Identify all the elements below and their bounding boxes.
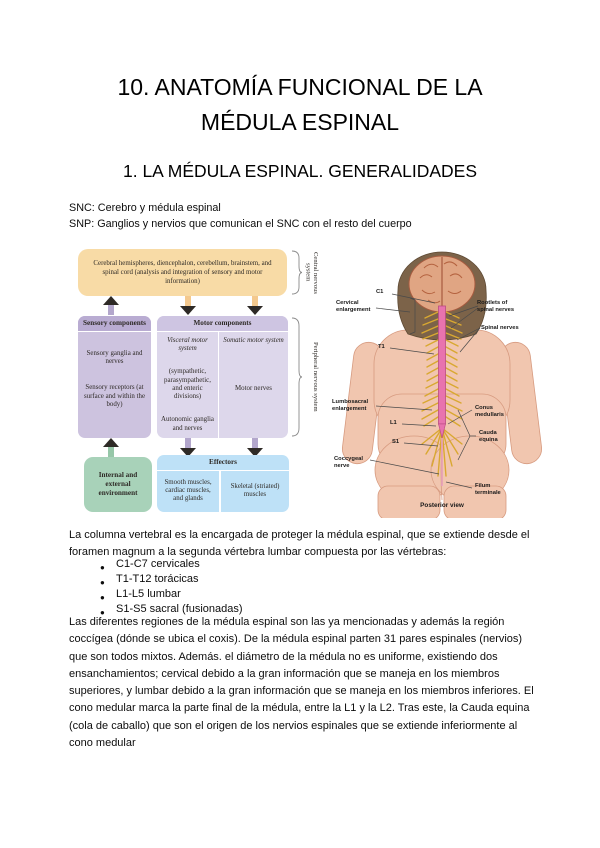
label-cervical-enlargement: Cervical enlargement <box>336 300 371 313</box>
figure-caption: Posterior view <box>420 502 464 509</box>
label-spinal-nerves: Spinal nerves <box>481 325 519 331</box>
autonomic-ganglia-text: Autonomic ganglia and nerves <box>160 416 214 432</box>
down-arrow-somatic-to-effectors <box>247 438 263 457</box>
cns-vertical-label: Central nervous system <box>304 251 319 294</box>
label-filum-terminale: Filum terminale <box>475 483 501 496</box>
up-arrow-sensory-to-cns <box>103 296 119 315</box>
down-arrow-visceral-to-effectors <box>180 438 196 457</box>
intro-line-snp: SNP: Ganglios y nervios que comunican el… <box>69 218 412 230</box>
vertebrae-list: C1-C7 cervicales T1-T12 torácicas L1-L5 … <box>100 557 243 620</box>
sensory-components-header: Sensory components <box>78 316 151 332</box>
label-cauda-equina: Cauda equina <box>479 430 498 443</box>
list-item: C1-C7 cervicales <box>100 557 243 575</box>
cns-box: Cerebral hemispheres, diencephalon, cere… <box>78 249 287 296</box>
motor-nerves-text: Motor nerves <box>235 384 272 392</box>
arms <box>341 341 543 465</box>
pns-vertical-label: Peripheral nervous system <box>312 342 319 412</box>
label-t1: T1 <box>378 344 385 350</box>
environment-box: Internal and external environment <box>84 457 152 512</box>
label-c1: C1 <box>376 289 384 295</box>
brain <box>408 255 476 313</box>
cns-brace <box>291 250 303 295</box>
figure-area: Cerebral hemispheres, diencephalon, cere… <box>69 246 594 526</box>
somatic-motor-title: Somatic motor system <box>223 336 284 344</box>
sensory-ganglia-text: Sensory ganglia and nerves <box>86 349 143 365</box>
page-title: 10. ANATOMÍA FUNCIONAL DE LA MÉDULA ESPI… <box>117 74 483 135</box>
effectors-box: Effectors Smooth muscles, cardiac muscle… <box>157 455 289 512</box>
label-rootlets: Rootlets of spinal nerves <box>477 300 515 313</box>
somatic-motor-column: Somatic motor system Motor nerves <box>219 332 288 438</box>
pns-brace <box>291 317 303 437</box>
visceral-motor-divisions: (sympathetic, parasympathetic, and enter… <box>164 368 211 401</box>
list-item: S1-S5 sacral (fusionadas) <box>100 602 243 620</box>
label-coccygeal-nerve: Coccygeal nerve <box>334 456 363 469</box>
label-conus-medullaris: Conus medullaris <box>475 405 504 418</box>
skeletal-muscles-cell: Skeletal (striated) muscles <box>230 483 280 499</box>
spinal-cord-illustration: C1 Cervical enlargement T1 Lumbosacral e… <box>332 246 588 518</box>
body-illustration <box>341 251 543 518</box>
body-paragraph-1: La columna vertebral es la encargada de … <box>69 529 530 559</box>
label-l1: L1 <box>390 420 397 426</box>
list-item: L1-L5 lumbar <box>100 587 243 605</box>
sensory-components-box: Sensory components Sensory ganglia and n… <box>78 316 151 438</box>
label-lumbosacral-enlargement: Lumbosacral enlargement <box>332 399 369 412</box>
visceral-motor-column: Visceral motor system (sympathetic, para… <box>157 331 219 438</box>
spinal-cord <box>438 305 446 486</box>
visceral-motor-title: Visceral motor system <box>167 336 208 352</box>
effectors-header: Effectors <box>157 455 289 471</box>
up-arrow-environment-to-sensory <box>103 438 119 457</box>
motor-components-box: Motor components Visceral motor system (… <box>157 316 288 438</box>
motor-components-header: Motor components <box>157 316 288 332</box>
list-item: T1-T12 torácicas <box>100 572 243 590</box>
down-arrow-cns-to-visceral <box>180 296 196 315</box>
cns-box-text: Cerebral hemispheres, diencephalon, cere… <box>93 259 272 286</box>
section-heading: 1. LA MÉDULA ESPINAL. GENERALIDADES <box>122 161 478 181</box>
label-s1: S1 <box>392 439 400 445</box>
sensory-receptors-text: Sensory receptors (at surface and within… <box>83 384 146 409</box>
label-pointer-lines <box>369 293 481 489</box>
smooth-muscles-cell: Smooth muscles, cardiac muscles, and gla… <box>157 470 221 512</box>
intro-line-snc: SNC: Cerebro y médula espinal <box>69 202 221 214</box>
down-arrow-cns-to-somatic <box>247 296 263 315</box>
environment-box-text: Internal and external environment <box>98 471 138 497</box>
nervous-system-flowchart: Cerebral hemispheres, diencephalon, cere… <box>78 249 319 512</box>
body-paragraph-2: Las diferentes regiones de la médula esp… <box>69 616 534 750</box>
